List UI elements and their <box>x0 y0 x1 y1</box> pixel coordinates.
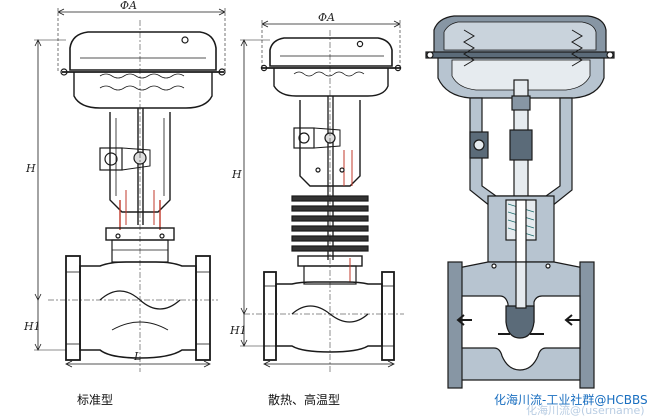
watermark-text: 化海川流-工业社群@HCBBS <box>494 392 648 407</box>
standard-valve-drawing <box>34 8 226 372</box>
high-temp-caption: 散热、高温型 <box>268 392 340 407</box>
high-temp-width-label: ΦA <box>318 11 335 24</box>
standard-lower-height-label: H1 <box>23 320 41 333</box>
watermark-subtext: 化海川流@(username) <box>526 403 645 417</box>
high-temp-lower-height-label: H1 <box>229 324 247 337</box>
high-temperature-valve-drawing <box>240 20 404 372</box>
standard-height-label: H <box>25 162 36 175</box>
standard-caption: 标准型 <box>77 393 113 407</box>
sectional-valve-drawing <box>425 15 615 389</box>
standard-length-label: L <box>133 350 141 363</box>
standard-width-label: ΦA <box>120 0 137 12</box>
high-temp-height-label: H <box>231 168 242 181</box>
